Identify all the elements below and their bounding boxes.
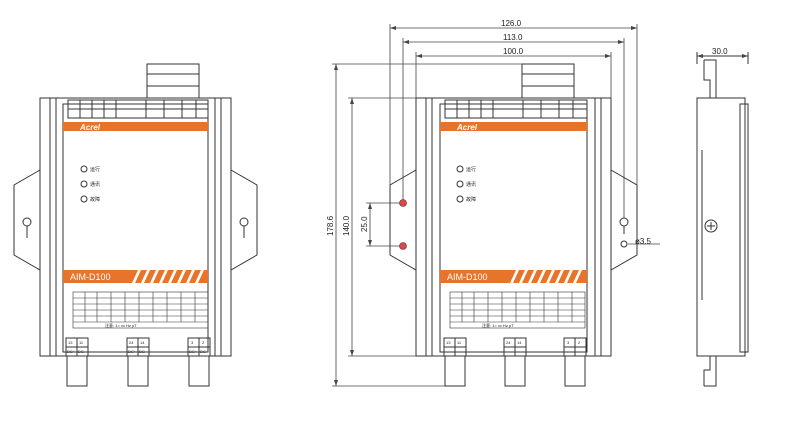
side-bottom-clip [703, 356, 717, 387]
svg-text:14: 14 [140, 340, 145, 345]
side-top-clip [703, 59, 717, 98]
svg-text:通讯: 通讯 [90, 181, 100, 188]
plug-left-3 [188, 355, 210, 387]
dim-113: 113.0 [503, 33, 523, 42]
mid-top-connector [521, 63, 575, 99]
led-group-middle: 运行 通讯 故障 [456, 165, 476, 203]
dim-hole: ø3.5 [635, 237, 652, 246]
svg-text:通讯: 通讯 [466, 181, 476, 188]
svg-text:11: 11 [457, 340, 462, 345]
svg-text:运行: 运行 [90, 166, 100, 173]
spec-table-middle [449, 291, 586, 329]
svg-text:故障: 故障 [90, 196, 100, 203]
mount-hole-lower [399, 242, 407, 250]
dim-140: 140.0 [342, 215, 351, 236]
front-view-left [13, 63, 258, 357]
front-panel [62, 103, 209, 353]
svg-text:2: 2 [202, 340, 205, 345]
mid-front-panel [439, 103, 588, 353]
side-view [696, 52, 749, 387]
model-label-middle: AIM-D100 [447, 272, 488, 282]
led-comm-left [80, 180, 88, 188]
bottom-terminals-middle [443, 337, 587, 387]
model-label-left: AIM-D100 [70, 272, 111, 282]
svg-text:13: 13 [446, 340, 451, 345]
dim-25: 25.0 [360, 216, 369, 232]
svg-text:DC+: DC+ [189, 349, 198, 354]
dimension-lines [332, 24, 660, 387]
svg-text:13: 13 [68, 340, 73, 345]
mid-housing-body [415, 97, 612, 357]
led-group-left: 运行 通讯 故障 [80, 165, 100, 203]
svg-text:DC+: DC+ [128, 349, 137, 354]
svg-text:11: 11 [79, 340, 84, 345]
plug-left-1 [66, 355, 88, 387]
table-caption-left: 注意: 1= xx Hz pT [105, 322, 137, 328]
table-caption-middle: 注意: 1= xx Hz pT [482, 322, 514, 328]
model-band-middle: AIM-D100 [440, 270, 587, 283]
housing-body [39, 97, 232, 357]
svg-text:DC+: DC+ [67, 349, 76, 354]
brand-logo-middle: Acrel [456, 123, 478, 132]
led-fault-left [80, 195, 88, 203]
front-view-middle [389, 63, 638, 357]
svg-text:DC-: DC- [200, 349, 208, 354]
bottom-terminals-left [65, 337, 211, 387]
svg-text:DC-: DC- [139, 349, 147, 354]
side-body [696, 97, 746, 357]
spec-table-left [72, 291, 209, 329]
svg-text:3: 3 [567, 340, 570, 345]
svg-text:24: 24 [506, 340, 511, 345]
mid-right-keyhole [619, 217, 629, 227]
svg-text:14: 14 [517, 340, 522, 345]
left-mount-wing [13, 169, 41, 271]
right-keyhole [239, 217, 249, 227]
svg-text:故障: 故障 [466, 196, 476, 203]
brand-band-middle: Acrel [440, 122, 587, 132]
top-connector [146, 63, 200, 99]
dim-100: 100.0 [503, 47, 524, 56]
svg-text:运行: 运行 [466, 166, 476, 173]
side-screw-icon [704, 219, 718, 233]
mount-hole-upper [399, 199, 407, 207]
dim-side-width: 30.0 [712, 47, 728, 56]
svg-text:24: 24 [129, 340, 134, 345]
brand-logo-left: Acrel [79, 123, 101, 132]
model-band-left: AIM-D100 [63, 270, 208, 283]
plug-left-2 [127, 355, 149, 387]
dim-126: 126.0 [501, 19, 522, 28]
right-mount-wing [230, 169, 258, 271]
left-keyhole [22, 217, 32, 227]
brand-band-left: Acrel [63, 122, 208, 132]
svg-text:3: 3 [191, 340, 194, 345]
dim-178: 178.6 [326, 215, 335, 236]
svg-text:2: 2 [578, 340, 581, 345]
led-run-left [80, 165, 88, 173]
svg-text:DC-: DC- [78, 349, 86, 354]
